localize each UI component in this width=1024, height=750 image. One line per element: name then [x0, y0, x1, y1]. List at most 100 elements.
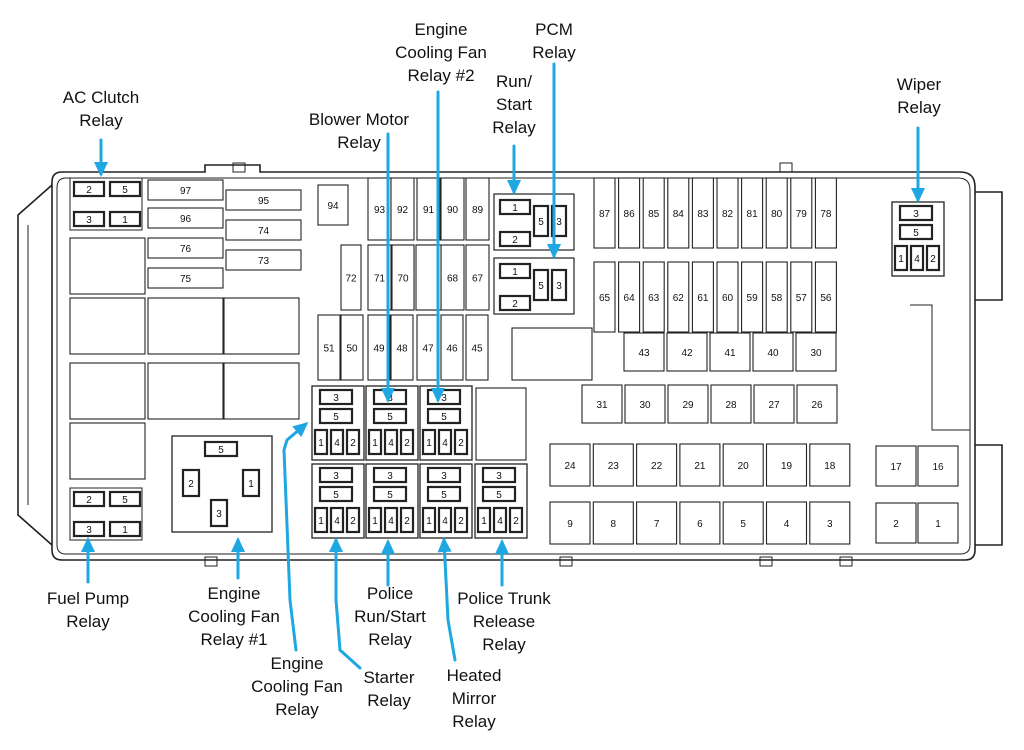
fuse-number-label: 8	[611, 519, 617, 530]
fuse-number-label: 75	[180, 274, 192, 285]
fuse-slot	[465, 244, 490, 311]
relay-pin	[203, 440, 239, 458]
relay-pin-number: 5	[387, 412, 393, 423]
fuse-number-label: 18	[824, 461, 836, 472]
relay-pin-number: 4	[914, 254, 920, 265]
relay-pin	[426, 485, 462, 503]
fuse-number-label: 94	[327, 201, 339, 212]
fuse-slot	[679, 443, 721, 487]
fuse-slot	[691, 177, 714, 249]
fuse-slot	[440, 177, 465, 241]
fuse-number-label: 50	[346, 344, 358, 355]
fuse-number-label: 89	[472, 205, 484, 216]
fuse-slot	[642, 177, 665, 249]
arrow-engine-cooling-fan-relay	[282, 422, 309, 652]
fuse-slot	[741, 177, 764, 249]
fuse-number-label: 74	[258, 226, 270, 237]
relay-pin	[345, 428, 361, 456]
fuse-slot	[752, 332, 794, 372]
relay-pin-number: 3	[86, 215, 92, 226]
relay-body	[493, 193, 575, 251]
fuse-number-label: 81	[747, 209, 759, 220]
fuse-slot	[679, 501, 721, 545]
fuse-number-label: 16	[932, 462, 944, 473]
fuse-number-label: 51	[323, 344, 335, 355]
label-heated-mirror-relay: Heated Mirror Relay	[446, 666, 502, 731]
relay-pin-number: 2	[458, 516, 464, 527]
relay-pin	[329, 506, 345, 534]
housing-outer	[51, 164, 976, 561]
relay-pin-number: 2	[404, 516, 410, 527]
fuse-number-label: 41	[724, 348, 736, 359]
fuse-number-label: 7	[654, 519, 660, 530]
fuse-slot	[716, 177, 739, 249]
relay-pin	[372, 466, 408, 484]
fuse-slot	[317, 184, 349, 226]
relay-pin	[108, 210, 142, 228]
fuse-number-label: 28	[725, 400, 737, 411]
fuse-number-label: 97	[180, 186, 192, 197]
fuse-slot	[667, 177, 690, 249]
fuse-slot	[465, 177, 490, 241]
relay-pin-number: 4	[497, 516, 503, 527]
fuse-slot	[440, 314, 464, 381]
arrow-head	[81, 537, 95, 552]
relay-pin	[318, 466, 354, 484]
fuse-slot	[765, 261, 788, 333]
fuse-slot	[147, 237, 224, 259]
arrow-head	[547, 244, 561, 259]
fuse-slot	[709, 332, 751, 372]
fuse-slot	[317, 314, 341, 381]
fuse-slot	[391, 244, 415, 311]
relay-pin-number: 3	[216, 509, 222, 520]
label-blower-motor-relay: Blower Motor Relay	[308, 110, 410, 152]
relay-pin-number: 1	[372, 516, 378, 527]
fuse-slot	[465, 314, 489, 381]
relay-pin	[399, 428, 415, 456]
fuse-slot	[592, 443, 634, 487]
relay-pin	[181, 468, 201, 498]
relay-pin	[372, 407, 408, 425]
fuse-slot	[593, 261, 616, 333]
relay-pin	[329, 428, 345, 456]
arrow-line	[442, 538, 457, 662]
fuse-number-label: 85	[648, 209, 660, 220]
arrow-head	[911, 188, 925, 203]
arrow-starter-relay	[329, 537, 362, 670]
housing-clip-0	[232, 162, 246, 173]
arrow-blower-motor-relay	[381, 132, 395, 403]
label-police-trunk-release-relay: Police Trunk Release Relay	[457, 589, 551, 654]
relay-body	[69, 177, 143, 231]
label-police-run-start-relay: Police Run/Start Relay	[354, 584, 426, 649]
relay-pin-number: 1	[248, 479, 254, 490]
relay-pin-number: 3	[333, 393, 339, 404]
relay-body	[419, 385, 473, 461]
fuse-slot	[642, 261, 665, 333]
relay-pin-number: 3	[387, 393, 393, 404]
relay-pin	[72, 520, 106, 538]
relay-pin	[345, 506, 361, 534]
relay-pin	[372, 485, 408, 503]
relay-pin-number: 5	[387, 490, 393, 501]
relay-pin	[476, 506, 492, 534]
fuse-number-label: 59	[747, 293, 759, 304]
fuse-number-label: 45	[471, 344, 483, 355]
housing-clip-3	[559, 556, 573, 567]
fuse-number-label: 48	[396, 344, 408, 355]
arrow-police-trunk-release-relay	[495, 539, 509, 587]
arrow-head	[329, 537, 343, 552]
fuse-slot	[69, 297, 146, 355]
relay-pin	[421, 428, 437, 456]
relay-pin	[498, 262, 532, 280]
fuse-slot	[147, 267, 224, 289]
relay-pin	[108, 490, 142, 508]
relay-body	[365, 463, 419, 539]
fuse-number-label: 26	[811, 400, 823, 411]
fuse-slot	[795, 332, 837, 372]
fuse-slot	[225, 189, 302, 211]
relay-pin-number: 1	[898, 254, 904, 265]
fuse-number-label: 2	[893, 519, 899, 530]
